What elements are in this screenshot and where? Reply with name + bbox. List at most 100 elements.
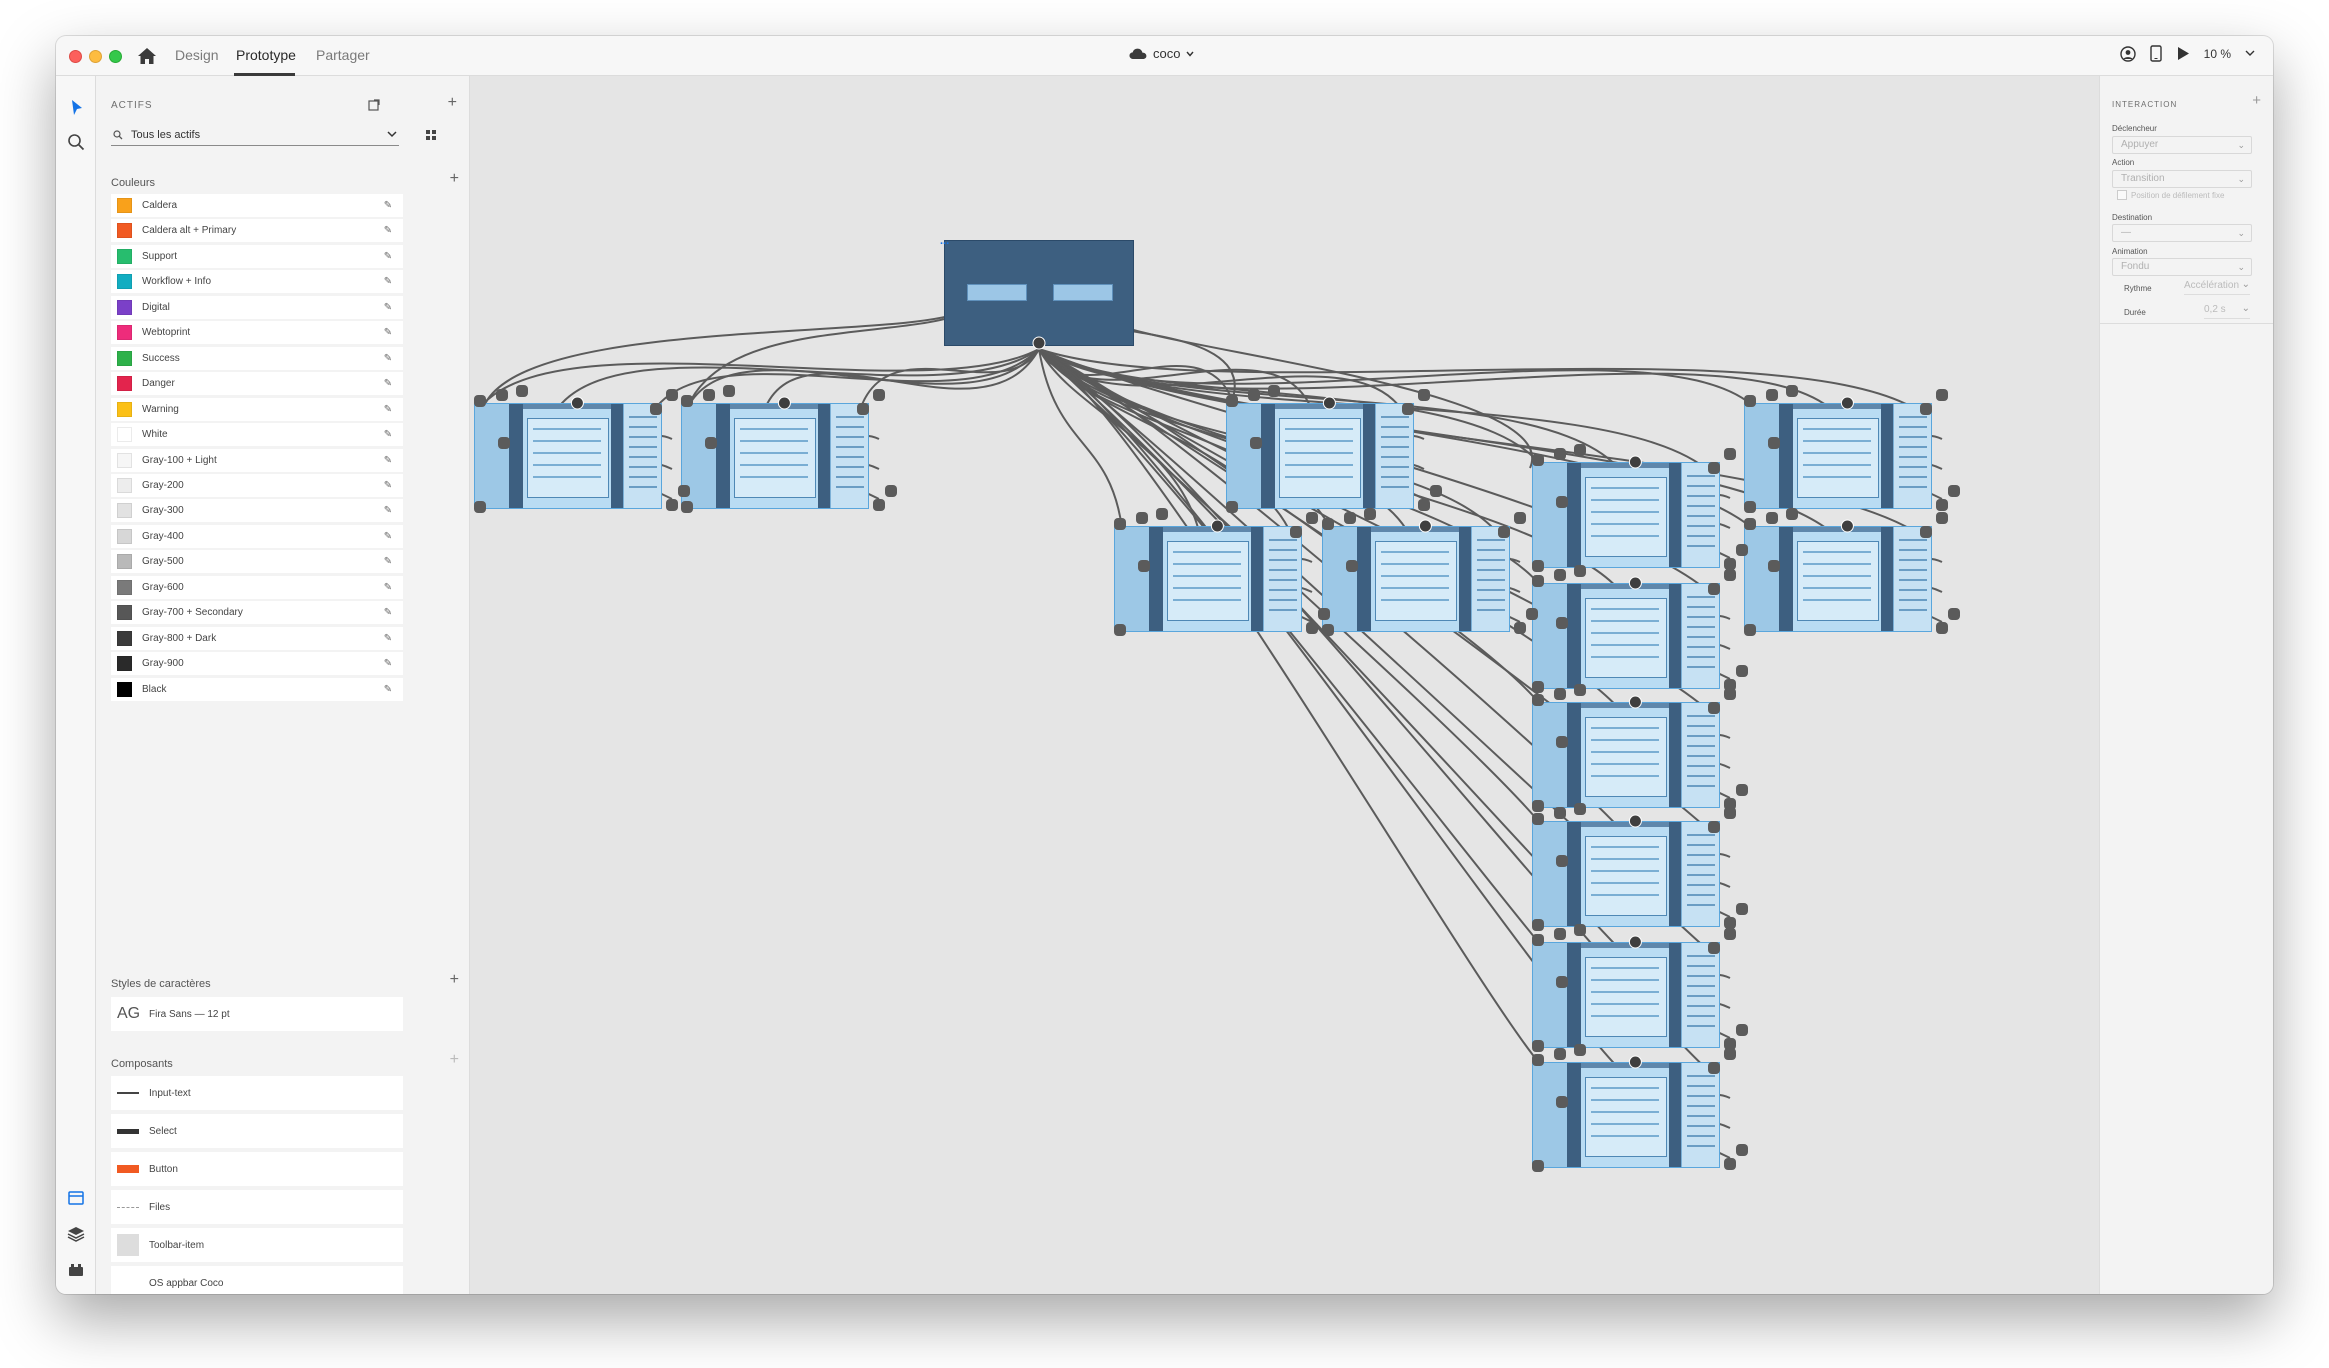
screen-artboard[interactable]: [1744, 403, 1932, 509]
wire-handle[interactable]: [1554, 569, 1566, 581]
wire-handle[interactable]: [1268, 385, 1280, 397]
wire-handle[interactable]: [1554, 448, 1566, 460]
wire-handle[interactable]: [1724, 1048, 1736, 1060]
edit-pencil-icon[interactable]: ✎: [383, 276, 393, 287]
color-item[interactable]: Gray-200✎: [111, 474, 403, 497]
add-component-icon[interactable]: +: [449, 1051, 459, 1068]
zoom-tool-icon[interactable]: [66, 132, 86, 152]
wire-handle[interactable]: [666, 389, 678, 401]
wire-handle[interactable]: [1724, 1158, 1736, 1170]
wire-handle[interactable]: [1532, 1054, 1544, 1066]
wire-handle[interactable]: [1532, 1040, 1544, 1052]
color-item[interactable]: Warning✎: [111, 398, 403, 421]
color-item[interactable]: Danger✎: [111, 372, 403, 395]
wire-handle[interactable]: [1736, 1024, 1748, 1036]
wire-handle[interactable]: [1724, 807, 1736, 819]
wire-handle[interactable]: [1724, 569, 1736, 581]
home-wire-connector[interactable]: [1032, 336, 1046, 350]
wire-handle[interactable]: [1766, 512, 1778, 524]
edit-pencil-icon[interactable]: ✎: [383, 531, 393, 542]
wire-handle[interactable]: [1532, 934, 1544, 946]
wire-connector[interactable]: [1628, 695, 1642, 709]
edit-pencil-icon[interactable]: ✎: [383, 556, 393, 567]
wire-handle[interactable]: [1744, 395, 1756, 407]
wire-handle[interactable]: [678, 485, 690, 497]
wire-handle[interactable]: [1708, 821, 1720, 833]
wire-handle[interactable]: [1708, 702, 1720, 714]
wire-handle[interactable]: [1724, 798, 1736, 810]
wire-connector[interactable]: [1628, 935, 1642, 949]
screen-artboard[interactable]: [1532, 821, 1720, 927]
asset-filter[interactable]: Tous les actifs: [111, 124, 399, 146]
fixed-scroll-checkbox[interactable]: [2117, 190, 2127, 200]
wire-connector[interactable]: [1628, 1055, 1642, 1069]
wire-handle[interactable]: [1532, 800, 1544, 812]
edit-pencil-icon[interactable]: ✎: [383, 353, 393, 364]
trigger-select[interactable]: Appuyer⌄: [2112, 136, 2252, 154]
color-item[interactable]: Gray-500✎: [111, 550, 403, 573]
color-item[interactable]: Gray-400✎: [111, 525, 403, 548]
wire-connector[interactable]: [1628, 576, 1642, 590]
wire-connector[interactable]: [1418, 519, 1432, 533]
wire-handle[interactable]: [1574, 924, 1586, 936]
component-item[interactable]: Select: [111, 1114, 403, 1148]
edit-pencil-icon[interactable]: ✎: [383, 327, 393, 338]
wire-handle[interactable]: [1936, 499, 1948, 511]
add-asset-icon[interactable]: +: [447, 94, 457, 111]
grid-view-icon[interactable]: [425, 129, 437, 141]
interaction-wire[interactable]: [1038, 348, 1123, 529]
edit-pencil-icon[interactable]: ✎: [383, 480, 393, 491]
wire-handle[interactable]: [1708, 1062, 1720, 1074]
wire-handle[interactable]: [1574, 565, 1586, 577]
wire-handle[interactable]: [1724, 679, 1736, 691]
tab-prototype[interactable]: Prototype: [236, 47, 296, 63]
wire-handle[interactable]: [1226, 501, 1238, 513]
wire-handle[interactable]: [1708, 942, 1720, 954]
wire-handle[interactable]: [1744, 501, 1756, 513]
tab-design[interactable]: Design: [175, 47, 219, 63]
color-item[interactable]: Support✎: [111, 245, 403, 268]
wire-handle[interactable]: [1318, 608, 1330, 620]
wire-handle[interactable]: [1114, 518, 1126, 530]
wire-handle[interactable]: [873, 499, 885, 511]
edit-pencil-icon[interactable]: ✎: [383, 455, 393, 466]
wire-handle[interactable]: [1532, 919, 1544, 931]
wire-connector[interactable]: [1322, 396, 1336, 410]
wire-handle[interactable]: [1948, 485, 1960, 497]
wire-handle[interactable]: [1736, 903, 1748, 915]
interaction-wire[interactable]: [481, 348, 1040, 406]
wire-handle[interactable]: [1768, 437, 1780, 449]
wire-handle[interactable]: [496, 389, 508, 401]
wire-handle[interactable]: [681, 395, 693, 407]
color-item[interactable]: Gray-100 + Light✎: [111, 449, 403, 472]
wire-handle[interactable]: [1532, 575, 1544, 587]
color-item[interactable]: Gray-800 + Dark✎: [111, 627, 403, 650]
wire-handle[interactable]: [1532, 560, 1544, 572]
wire-handle[interactable]: [1532, 1160, 1544, 1172]
wire-handle[interactable]: [1322, 518, 1334, 530]
wire-connector[interactable]: [1840, 396, 1854, 410]
wire-handle[interactable]: [1744, 624, 1756, 636]
plugins-panel-icon[interactable]: [66, 1260, 86, 1280]
wire-handle[interactable]: [1948, 608, 1960, 620]
wire-handle[interactable]: [1708, 462, 1720, 474]
wire-handle[interactable]: [1526, 608, 1538, 620]
wire-connector[interactable]: [1628, 814, 1642, 828]
wire-handle[interactable]: [1936, 622, 1948, 634]
wire-handle[interactable]: [1786, 508, 1798, 520]
color-item[interactable]: Digital✎: [111, 296, 403, 319]
wire-handle[interactable]: [1156, 508, 1168, 520]
screen-artboard[interactable]: [1532, 1062, 1720, 1168]
home-artboard[interactable]: [944, 240, 1134, 346]
wire-handle[interactable]: [1556, 1096, 1568, 1108]
edit-pencil-icon[interactable]: ✎: [383, 505, 393, 516]
wire-handle[interactable]: [1708, 583, 1720, 595]
wire-handle[interactable]: [1344, 512, 1356, 524]
interaction-wire[interactable]: [858, 348, 1040, 414]
color-item[interactable]: Webtoprint✎: [111, 321, 403, 344]
wire-handle[interactable]: [1418, 389, 1430, 401]
wire-handle[interactable]: [885, 485, 897, 497]
wire-handle[interactable]: [705, 437, 717, 449]
edit-pencil-icon[interactable]: ✎: [383, 582, 393, 593]
wire-connector[interactable]: [1628, 455, 1642, 469]
